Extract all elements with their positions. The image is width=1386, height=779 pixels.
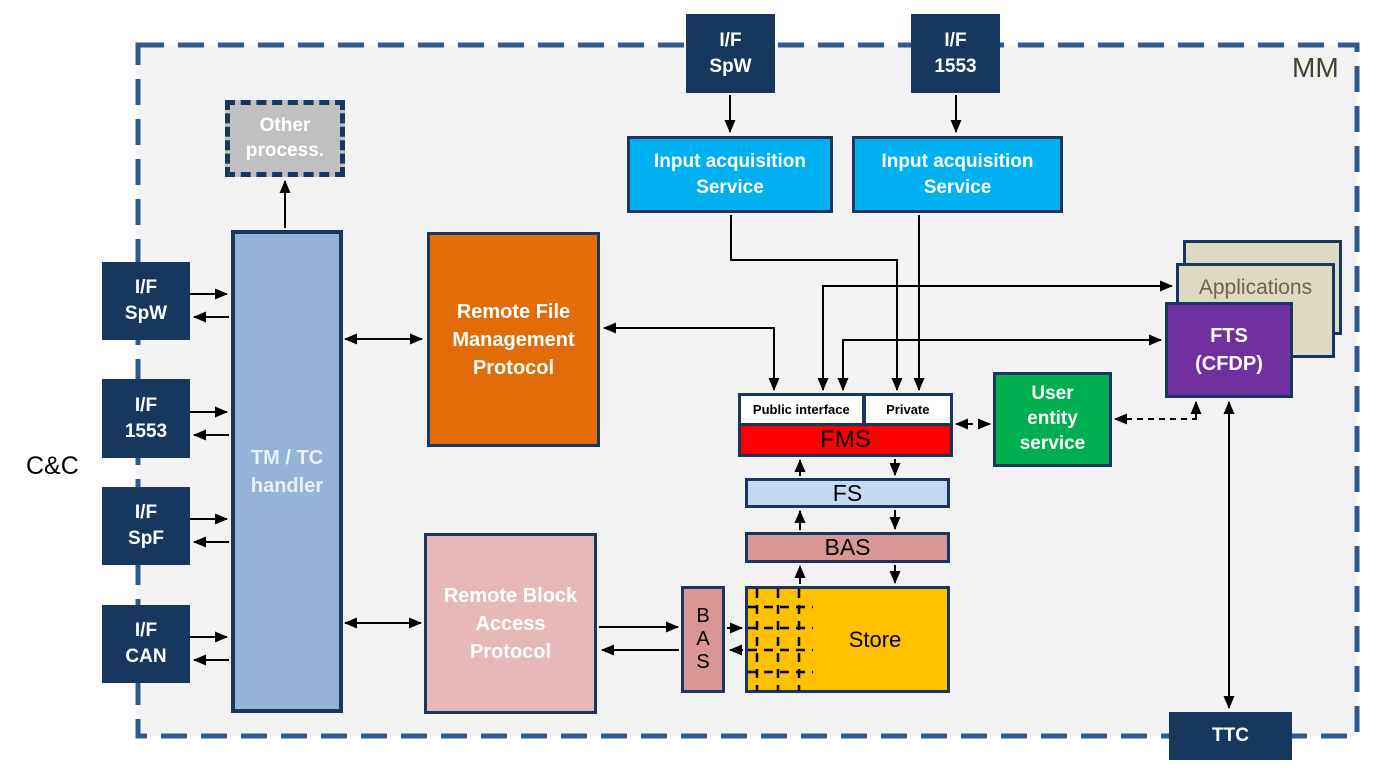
- fms-interface-row: Public interface Private: [741, 396, 950, 423]
- private-interface-cell: Private: [865, 396, 950, 423]
- fms-stack: Public interface Private FMS: [738, 393, 953, 457]
- tmtc-handler-box: TM / TC handler: [231, 230, 343, 713]
- if-spf-left-box: I/F SpF: [102, 487, 190, 565]
- store-box: Store: [745, 586, 950, 693]
- mm-label: MM: [1292, 52, 1339, 83]
- other-process-box: Other process.: [225, 100, 345, 177]
- remote-block-access-protocol-box: Remote Block Access Protocol: [424, 533, 597, 714]
- if-spw-top-box: I/F SpW: [686, 14, 775, 93]
- remote-file-management-protocol-box: Remote File Management Protocol: [427, 232, 600, 447]
- cc-label: C&C: [26, 452, 79, 480]
- input-acquisition-service-left-box: Input acquisition Service: [627, 136, 833, 213]
- fts-cfdp-box: FTS (CFDP): [1165, 302, 1293, 398]
- bas-box: BAS: [745, 532, 950, 563]
- bas-vertical-box: B A S: [681, 586, 725, 693]
- ttc-box: TTC: [1169, 712, 1292, 760]
- fs-box: FS: [745, 478, 950, 508]
- if-1553-left-box: I/F 1553: [102, 379, 190, 458]
- public-interface-cell: Public interface: [741, 396, 862, 423]
- user-entity-service-box: User entity service: [993, 372, 1112, 467]
- if-can-left-box: I/F CAN: [102, 605, 190, 683]
- arrow-iasleft-to-private: [730, 215, 903, 391]
- if-1553-top-box: I/F 1553: [911, 14, 1000, 93]
- arrow-rfmp-public: [603, 322, 780, 391]
- input-acquisition-service-right-box: Input acquisition Service: [852, 136, 1063, 213]
- if-spw-left-box: I/F SpW: [102, 262, 190, 340]
- applications-label: Applications: [1198, 276, 1313, 299]
- fms-band: FMS: [741, 426, 950, 454]
